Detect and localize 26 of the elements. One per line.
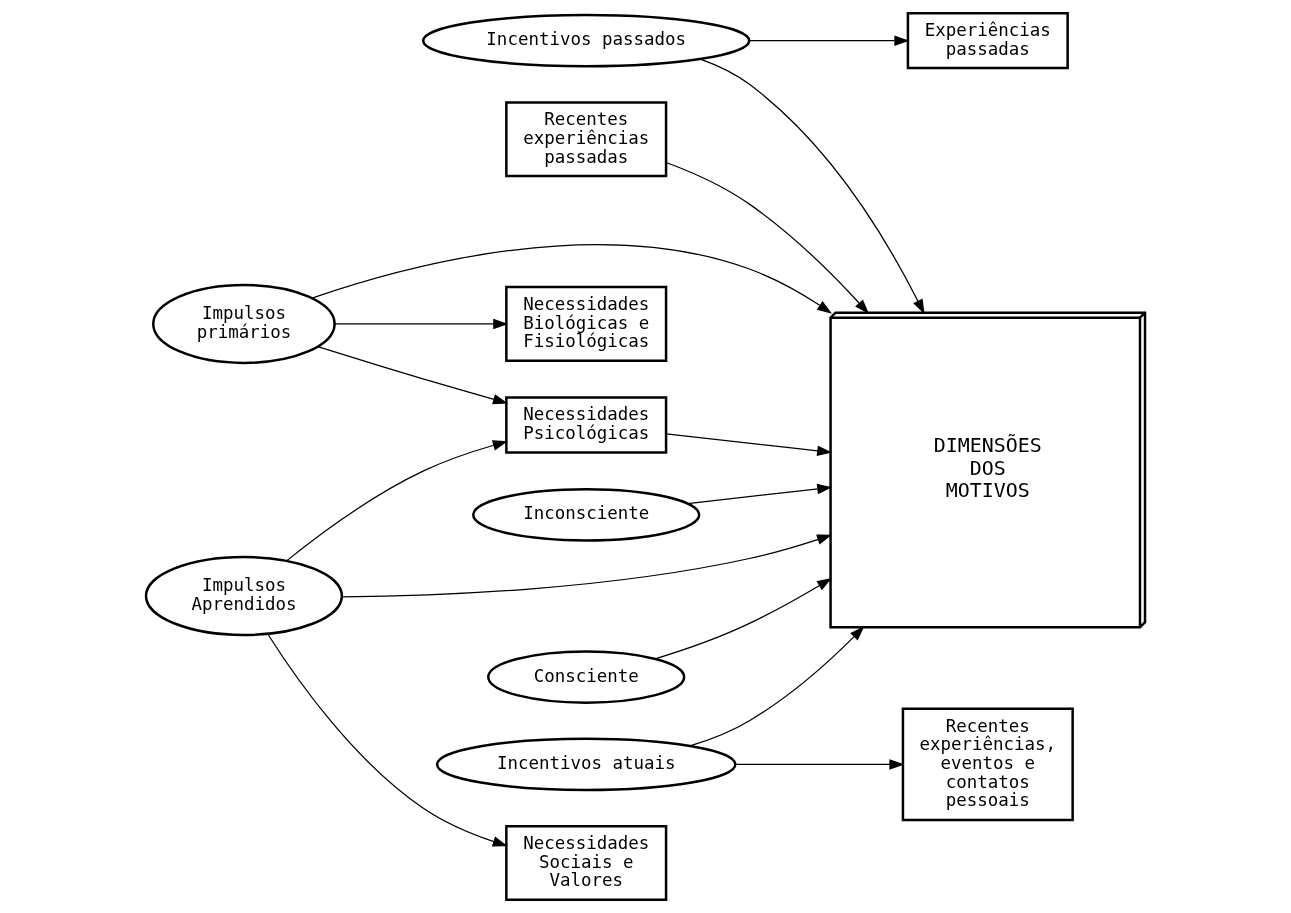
arrow — [687, 483, 833, 505]
node-ellipse: Consciente — [487, 650, 686, 704]
node-box: Necessidades Biológicas e Fisiológicas — [505, 285, 668, 362]
node-ellipse: Inconsciente — [472, 488, 701, 542]
node-ellipse: Impulsos Aprendidos — [144, 555, 344, 637]
arrow — [689, 626, 865, 747]
node-box: Necessidades Sociais e Valores — [505, 824, 668, 902]
node-box: Necessidades Psicológicas — [505, 396, 668, 454]
arrow — [654, 577, 832, 660]
arrow — [734, 759, 905, 770]
arrow — [334, 318, 509, 330]
node-ellipse: Incentivos passados — [421, 13, 751, 68]
arrow — [317, 346, 508, 405]
arrow — [341, 534, 833, 598]
node-box: Recentes experiências, eventos e contatos pessoais — [901, 707, 1074, 822]
arrow — [311, 244, 833, 314]
node-ellipse: Impulsos primários — [152, 283, 336, 365]
arrow — [665, 161, 870, 315]
arrow — [699, 58, 925, 315]
node-box: Experiências passadas — [906, 11, 1069, 70]
arrow — [749, 35, 910, 46]
node-ellipse: Incentivos atuais — [435, 737, 737, 792]
arrow — [267, 633, 508, 847]
arrow — [285, 440, 508, 562]
arrow — [665, 433, 833, 457]
node-box: Recentes experiências passadas — [505, 101, 668, 178]
